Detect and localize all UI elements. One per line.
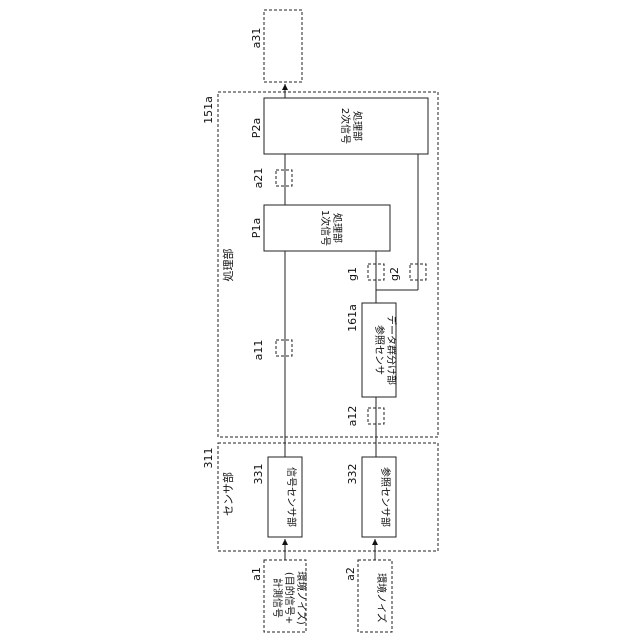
label-g2: g2 [388, 267, 401, 281]
label-p2a: P2a [250, 118, 263, 138]
label-a31: a31 [250, 28, 263, 49]
primary-block-line2: 処理部 [331, 213, 344, 243]
output-box-a31 [264, 10, 302, 82]
measure-line1: 計測信号 [271, 578, 284, 618]
secondary-block-line2: 処理部 [351, 111, 364, 141]
connector-a11 [276, 340, 292, 356]
label-a2: a2 [344, 567, 357, 581]
signal-sensor-text: 信号センサ部 [285, 467, 298, 527]
label-311: 311 [202, 448, 215, 469]
label-g1: g1 [346, 267, 359, 281]
label-a21: a21 [252, 168, 265, 189]
secondary-block-line1: 2次信号 [339, 108, 352, 144]
env-noise-text: 環境ノイズ [375, 573, 388, 623]
label-161a: 161a [346, 304, 359, 332]
label-a1: a1 [250, 567, 263, 581]
connector-a21 [276, 170, 292, 186]
label-331: 331 [252, 464, 265, 485]
ref-sort-line2: データ群分け部 [385, 315, 398, 385]
label-a12: a12 [346, 406, 359, 427]
label-processing-unit: 処理部 [221, 249, 235, 282]
sensor-unit-frame [218, 443, 438, 551]
measure-line2: (目的信号+ [283, 572, 296, 624]
label-332: 332 [346, 464, 359, 485]
primary-block-line1: 1次信号 [319, 210, 332, 246]
measure-line3: 環境ノイズ) [295, 571, 308, 625]
label-151a: 151a [202, 96, 215, 124]
label-a11: a11 [252, 340, 265, 361]
label-sensor-unit: センサ部 [221, 472, 235, 516]
ref-sensor-text: 参照センサ部 [379, 467, 392, 527]
ref-sort-line1: 参照センサ [373, 325, 386, 375]
label-p1a: P1a [250, 218, 263, 238]
